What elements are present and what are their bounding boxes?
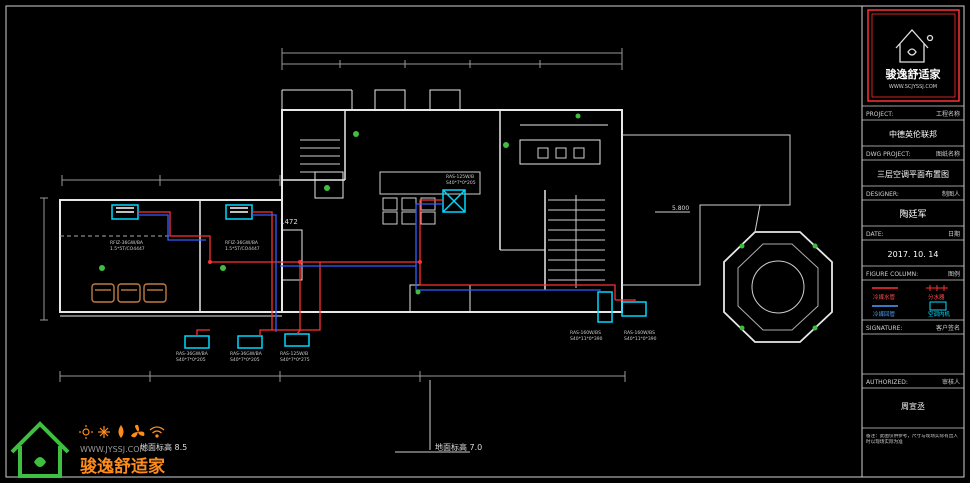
legend-item-4: 空调内机: [928, 310, 951, 318]
legend-item-2: 分水器: [928, 293, 945, 301]
legend: 冷媒水管 分水器 冷媒回管 空调内机: [872, 285, 951, 318]
unit-label-1-sub: 1.5*5T/CO4447: [110, 246, 145, 252]
figure-label-cn: 图例: [948, 270, 960, 278]
unit-label-6: RAS-125W/B: [280, 351, 308, 357]
project-label: PROJECT:: [866, 111, 893, 118]
supply-pipes: [138, 199, 636, 336]
unit-label-4-sub: S40*7*0*205: [176, 357, 206, 363]
green-markers: [99, 113, 818, 331]
wifi-icon: [149, 426, 165, 438]
return-pipes: [138, 203, 601, 332]
unit-label-5: RAS-36GW/BA: [230, 351, 263, 357]
authorized-name: 周宣丞: [901, 401, 925, 411]
project-label-cn: 工程名称: [936, 110, 960, 118]
watermark-brand: 骏逸舒适家: [80, 456, 165, 477]
level-bottom: 地面标高 7.0: [435, 442, 482, 452]
sofa-set: [91, 283, 167, 303]
ac-units: [111, 189, 647, 349]
title-note: 备注：此图仅供参考，尺寸与现场实际有出入时以现场实际为准: [866, 434, 958, 445]
unit-label-7-sub: S40*11*0*390: [570, 336, 603, 342]
level-left: 地面标高 8.5: [140, 442, 187, 452]
logo-brand: 骏逸舒适家: [886, 67, 942, 81]
authorized-label-cn: 审核人: [942, 378, 960, 386]
unit-label-4: RAS-36GW/BA: [176, 351, 209, 357]
project-name: 中德英伦联邦: [889, 129, 937, 139]
manifold-icon: [926, 285, 948, 291]
watermark-house-icon: [10, 421, 70, 478]
pipe-joints: [208, 260, 422, 264]
snowflake-icon: [98, 426, 110, 438]
unit-label-5-sub: S40*7*0*205: [230, 357, 260, 363]
date-label: DATE:: [866, 231, 884, 238]
floor-plan: [40, 48, 833, 382]
watermark: WWW.JYSSJ.COM 骏逸舒适家: [10, 421, 165, 478]
designer-label-cn: 制图人: [942, 190, 960, 198]
designer-label: DESIGNER:: [866, 191, 899, 198]
unit-label-8-sub: S40*11*0*390: [624, 336, 657, 342]
signature-label: SIGNATURE:: [866, 325, 902, 332]
date-value: 2017. 10. 14: [888, 250, 939, 259]
figure-label: FIGURE COLUMN:: [866, 271, 918, 278]
watermark-url: WWW.JYSSJ.COM: [80, 445, 147, 454]
unit-label-1: RFIZ-36GW/BA: [110, 240, 144, 246]
unit-label-2: RFIZ-36GW/BA: [225, 240, 259, 246]
unit-label-8: RAS-160W/BS: [624, 330, 655, 336]
unit-label-7: RAS-160W/BS: [570, 330, 601, 336]
indoor-unit-icon: [929, 301, 947, 311]
unit-labels: RFIZ-36GW/BA 1.5*5T/CO4447 RFIZ-36GW/BA …: [110, 174, 657, 363]
drawing-frame: [5, 5, 965, 478]
date-label-cn: 日期: [948, 230, 960, 238]
legend-item-3: 冷媒回管: [873, 310, 896, 318]
dwg-name: 三层空调平面布置图: [877, 169, 949, 179]
unit-label-6-sub: S40*7*0*275: [280, 357, 310, 363]
dwg-label-cn: 图纸名称: [936, 150, 960, 158]
water-drop-icon: [118, 425, 124, 438]
unit-label-2-sub: 1.5*5T/CO4447: [225, 246, 260, 252]
unit-label-3-sub: S40*7*0*205: [446, 180, 476, 186]
house-logo-icon: [895, 29, 934, 63]
signature-label-cn: 客户签名: [936, 324, 960, 332]
fan-icon: [131, 424, 145, 438]
dimension-label: 1472: [280, 218, 298, 226]
logo-url: WWW.SCJYSSJ.COM: [889, 84, 937, 90]
sun-icon: [79, 425, 93, 439]
title-block: 骏逸舒适家 WWW.SCJYSSJ.COM PROJECT: 工程名称 中德英伦…: [862, 9, 964, 445]
unit-label-3: RAS-125W/B: [446, 174, 474, 180]
dwg-label: DWG PROJECT:: [866, 151, 910, 158]
authorized-label: AUTHORIZED:: [866, 379, 908, 386]
legend-item-1: 冷媒水管: [873, 293, 896, 301]
designer-name: 陶廷军: [899, 208, 926, 220]
logo-frame: [867, 9, 960, 102]
level-right: 5.800: [672, 205, 689, 212]
